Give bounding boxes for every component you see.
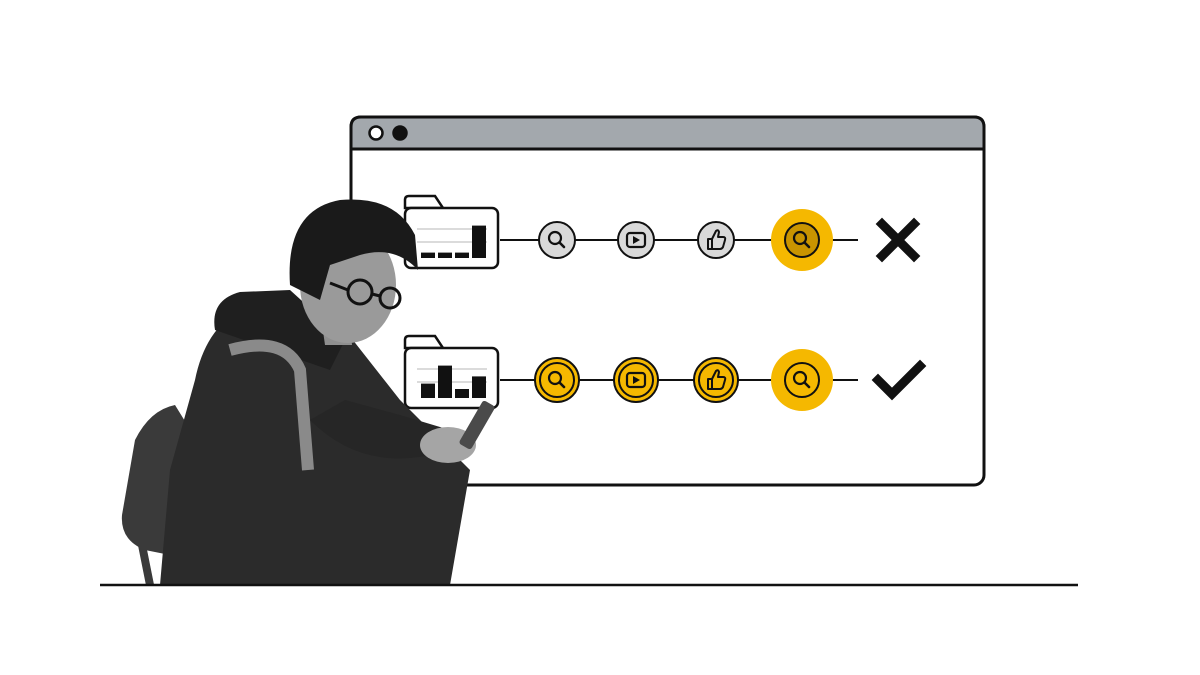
person-illustration — [121, 199, 495, 586]
video-play-icon — [625, 371, 647, 389]
browser-titlebar — [349, 115, 986, 151]
coat — [160, 300, 470, 585]
backpack-strap — [136, 534, 154, 586]
folder-chart-bar — [421, 252, 435, 258]
journey-step — [771, 209, 833, 271]
folder-chart-bar — [438, 365, 452, 398]
chart-folder-icon — [403, 334, 500, 410]
thumbs-up-icon — [707, 369, 727, 390]
journey-step — [538, 221, 576, 259]
journey-step — [617, 221, 655, 259]
journey-step — [771, 349, 833, 411]
minimize-dot[interactable] — [392, 125, 408, 141]
shoulder-strap — [228, 339, 314, 471]
successful-journey — [403, 334, 927, 411]
cross-icon — [875, 217, 921, 263]
checkmark-icon — [871, 359, 927, 401]
hair — [289, 199, 418, 300]
arm — [310, 400, 450, 459]
search-icon — [547, 230, 566, 249]
folder-chart-bar — [438, 252, 452, 258]
journey-step — [534, 357, 580, 403]
close-dot[interactable] — [368, 125, 384, 141]
failed-journey — [403, 194, 921, 271]
hood — [214, 290, 345, 370]
phone — [459, 400, 495, 450]
search-icon — [792, 370, 811, 389]
folder-chart-bar — [455, 252, 469, 258]
hands — [420, 427, 476, 463]
folder-chart-bar — [421, 383, 435, 398]
journey-step — [693, 357, 739, 403]
journeys — [403, 194, 927, 411]
search-icon — [547, 370, 566, 389]
chart-folder-icon — [403, 194, 500, 270]
thumbs-up-icon — [707, 229, 727, 250]
video-play-icon — [625, 231, 647, 249]
glasses — [329, 278, 402, 310]
journey-step — [697, 221, 735, 259]
search-icon — [792, 230, 811, 249]
journey-step — [613, 357, 659, 403]
folder-chart-bar — [472, 225, 486, 258]
folder-chart-bar — [455, 389, 469, 398]
folder-chart-bar — [472, 376, 486, 398]
